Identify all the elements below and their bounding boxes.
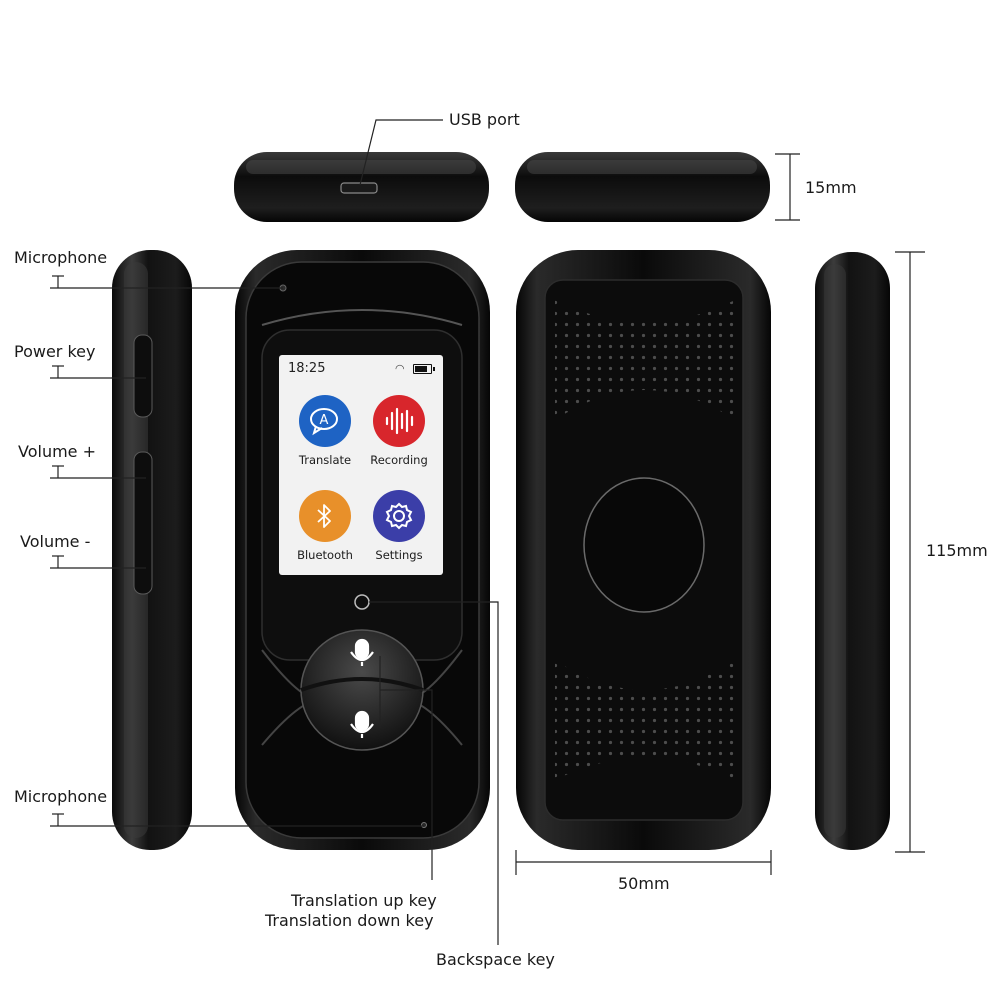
app-label: Bluetooth bbox=[297, 548, 353, 562]
app-label: Settings bbox=[375, 548, 423, 562]
dimension-thickness: 15mm bbox=[805, 178, 857, 197]
callout-lines bbox=[50, 119, 925, 945]
label-volume-up: Volume + bbox=[18, 442, 96, 461]
device-left-side bbox=[112, 250, 192, 850]
translate-bubble-icon: A bbox=[299, 395, 351, 447]
device-right-side bbox=[815, 252, 890, 850]
power-key bbox=[133, 334, 153, 418]
label-translation-down: Translation down key bbox=[265, 911, 434, 930]
wifi-icon: ◠ bbox=[395, 363, 405, 375]
app-translate[interactable]: A Translate bbox=[284, 395, 364, 475]
volume-keys bbox=[133, 451, 153, 595]
app-bluetooth[interactable]: Bluetooth bbox=[284, 490, 364, 570]
device-top-view bbox=[234, 152, 489, 222]
mic-down-icon bbox=[350, 710, 374, 738]
svg-text:A: A bbox=[320, 413, 329, 428]
label-power-key: Power key bbox=[14, 342, 96, 361]
sound-wave-icon bbox=[373, 395, 425, 447]
device-top-view-2 bbox=[515, 152, 770, 222]
label-usb-port: USB port bbox=[449, 110, 520, 129]
dimension-height: 115mm bbox=[926, 541, 988, 560]
device-back-view bbox=[516, 250, 771, 850]
label-backspace: Backspace key bbox=[436, 950, 555, 969]
mic-up-icon bbox=[350, 638, 374, 666]
app-settings[interactable]: Settings bbox=[358, 490, 438, 570]
label-volume-down: Volume - bbox=[20, 532, 91, 551]
back-center-disc bbox=[583, 477, 705, 613]
status-bar: 18:25 ◠ bbox=[279, 355, 443, 381]
label-microphone-top: Microphone bbox=[14, 248, 108, 267]
app-label: Recording bbox=[370, 453, 428, 467]
gear-icon bbox=[373, 490, 425, 542]
app-label: Translate bbox=[298, 453, 352, 467]
app-recording[interactable]: Recording bbox=[358, 395, 438, 475]
bluetooth-icon bbox=[299, 490, 351, 542]
battery-icon bbox=[413, 364, 435, 374]
label-microphone-bottom: Microphone bbox=[14, 787, 108, 806]
microphone-hole-bottom bbox=[421, 822, 427, 828]
device-screen: 18:25 ◠ A Translate Recording bbox=[279, 355, 443, 575]
dimension-width: 50mm bbox=[618, 874, 670, 893]
status-time: 18:25 bbox=[288, 361, 326, 376]
usb-port-icon bbox=[340, 182, 378, 194]
label-translation-up: Translation up key bbox=[291, 891, 437, 910]
